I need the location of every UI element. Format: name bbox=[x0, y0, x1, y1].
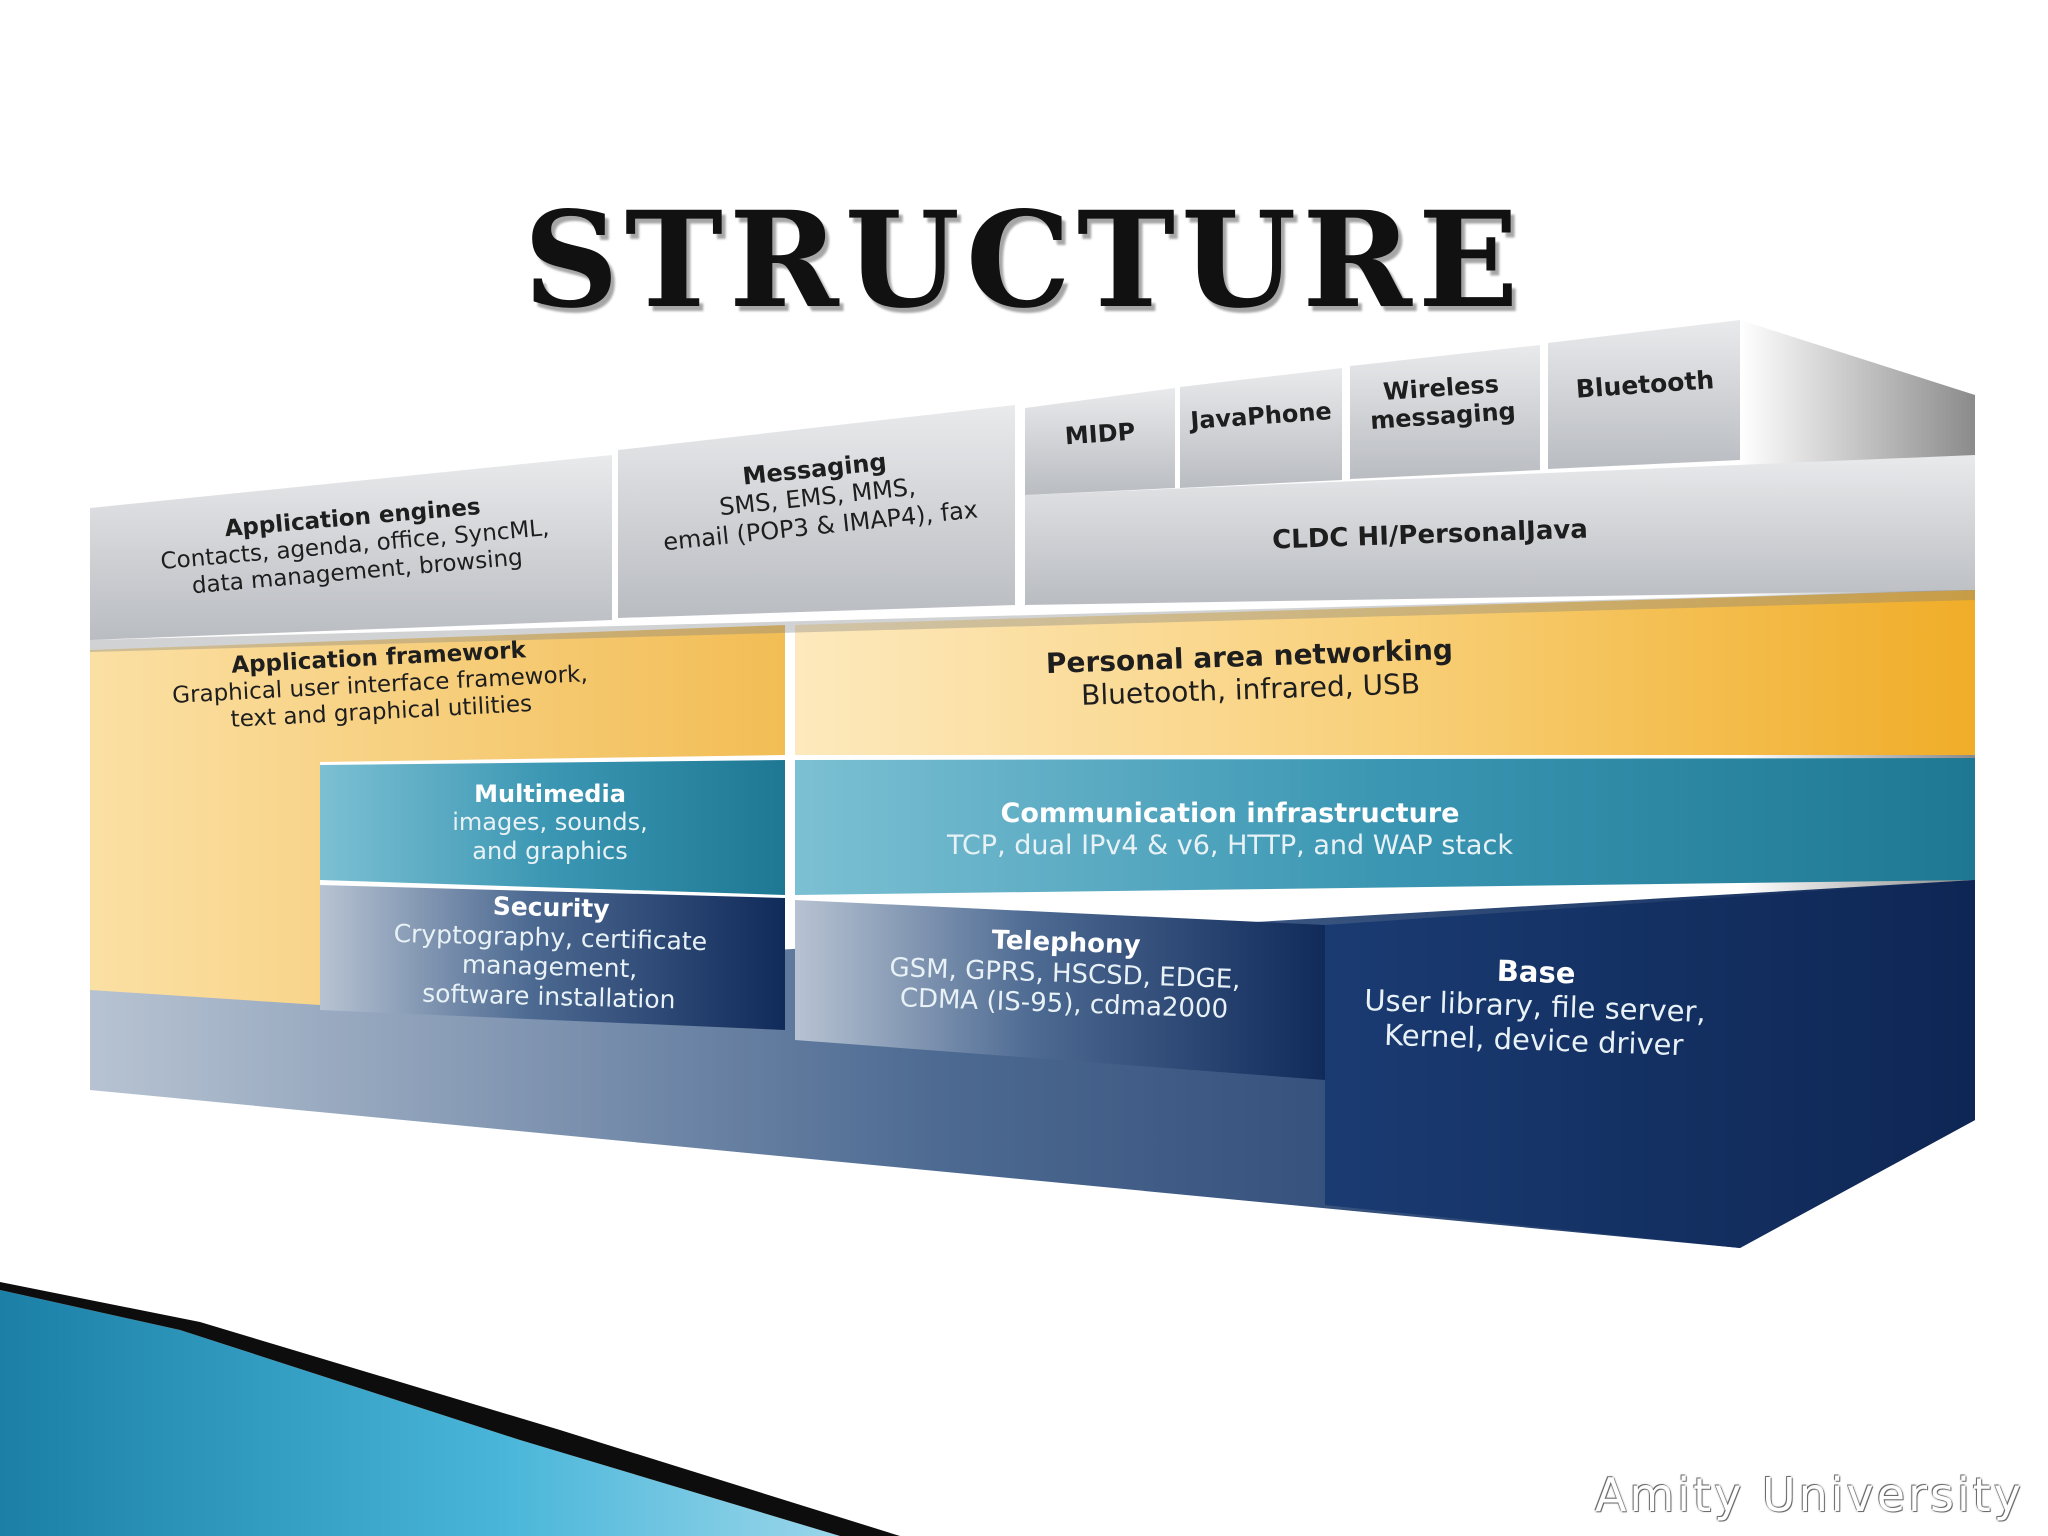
base-label: Base User library, file server, Kernel, … bbox=[1343, 948, 1726, 1064]
multimedia-block bbox=[320, 760, 785, 895]
telephony-block bbox=[795, 900, 1325, 1080]
security-block bbox=[320, 885, 785, 1030]
wireless-messaging-label: Wireless messaging bbox=[1369, 370, 1517, 436]
footer-institution: Amity University bbox=[1595, 1468, 2024, 1522]
personal-area-networking-block bbox=[795, 590, 1975, 755]
multimedia-line-2: and graphics bbox=[472, 836, 628, 865]
communication-infrastructure-label: Communication infrastructure TCP, dual I… bbox=[920, 798, 1540, 862]
top-edge-shadow bbox=[90, 590, 1975, 652]
multimedia-line-1: images, sounds, bbox=[452, 808, 648, 837]
messaging-block bbox=[618, 405, 1015, 618]
security-label: Security Cryptography, certificate manag… bbox=[359, 888, 742, 1016]
cldc-block bbox=[1025, 455, 1975, 605]
communication-infrastructure-title: Communication infrastructure bbox=[1000, 798, 1460, 829]
base-block bbox=[1325, 880, 1975, 1248]
multimedia-label: Multimedia images, sounds, and graphics bbox=[410, 780, 690, 865]
application-framework-block bbox=[90, 625, 785, 1005]
telephony-label: Telephony GSM, GPRS, HSCSD, EDGE, CDMA (… bbox=[854, 921, 1277, 1028]
slide-title: STRUCTURE bbox=[523, 183, 1525, 339]
midp-block bbox=[1025, 388, 1175, 495]
bluetooth-block bbox=[1548, 320, 1740, 469]
multimedia-title: Multimedia bbox=[474, 780, 626, 808]
javaphone-block bbox=[1180, 368, 1342, 488]
communication-block bbox=[795, 758, 1975, 895]
application-engines-block bbox=[90, 455, 612, 640]
wireless-messaging-block bbox=[1350, 345, 1540, 479]
communication-infrastructure-line-1: TCP, dual IPv4 & v6, HTTP, and WAP stack bbox=[947, 829, 1513, 861]
